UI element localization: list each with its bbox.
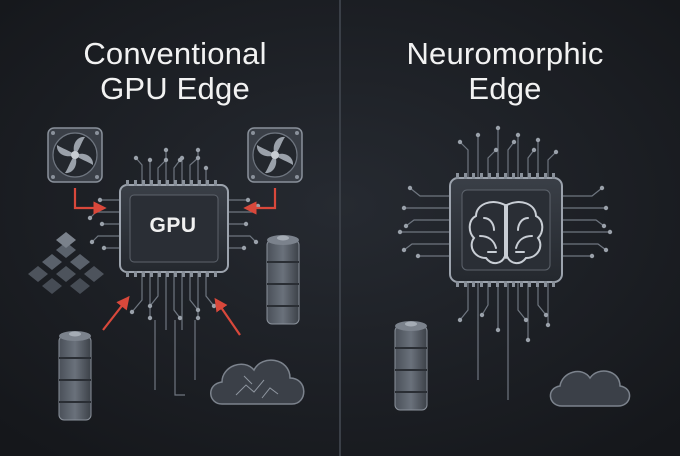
brain-icon — [468, 201, 544, 264]
arrow-battery-to-chip — [102, 295, 130, 331]
fan-icon-left — [47, 127, 103, 183]
right-panel — [394, 125, 631, 411]
arrow-to-left-fan — [73, 188, 107, 215]
battery-icon-right-left-panel — [266, 234, 300, 325]
arrow-to-right-fan — [243, 188, 277, 215]
heat-arrows — [73, 188, 277, 336]
arrow-cloud-to-chip — [214, 297, 241, 336]
right-title-line1: Neuromorphic — [406, 36, 604, 71]
cloud-icon-left-panel — [210, 359, 305, 405]
right-title-line2: Edge — [468, 71, 542, 106]
battery-icon-left-panel — [58, 330, 92, 421]
gpu-chip — [119, 180, 229, 277]
left-title-line1: Conventional — [83, 36, 267, 71]
left-panel — [28, 127, 305, 421]
neuro-trace-endpoints — [397, 125, 613, 343]
fan-icon-right — [247, 127, 303, 183]
heat-sink-blocks-icon — [28, 232, 104, 294]
cloud-icon-right-panel — [549, 370, 631, 407]
right-panel-title: Neuromorphic Edge — [360, 36, 650, 106]
neuro-circuit-traces — [400, 128, 610, 400]
left-title-line2: GPU Edge — [100, 71, 250, 106]
gpu-chip-label: GPU — [149, 214, 197, 237]
trace-endpoints — [87, 147, 261, 321]
battery-icon-right-panel — [394, 320, 428, 411]
left-panel-title: Conventional GPU Edge — [40, 36, 310, 106]
